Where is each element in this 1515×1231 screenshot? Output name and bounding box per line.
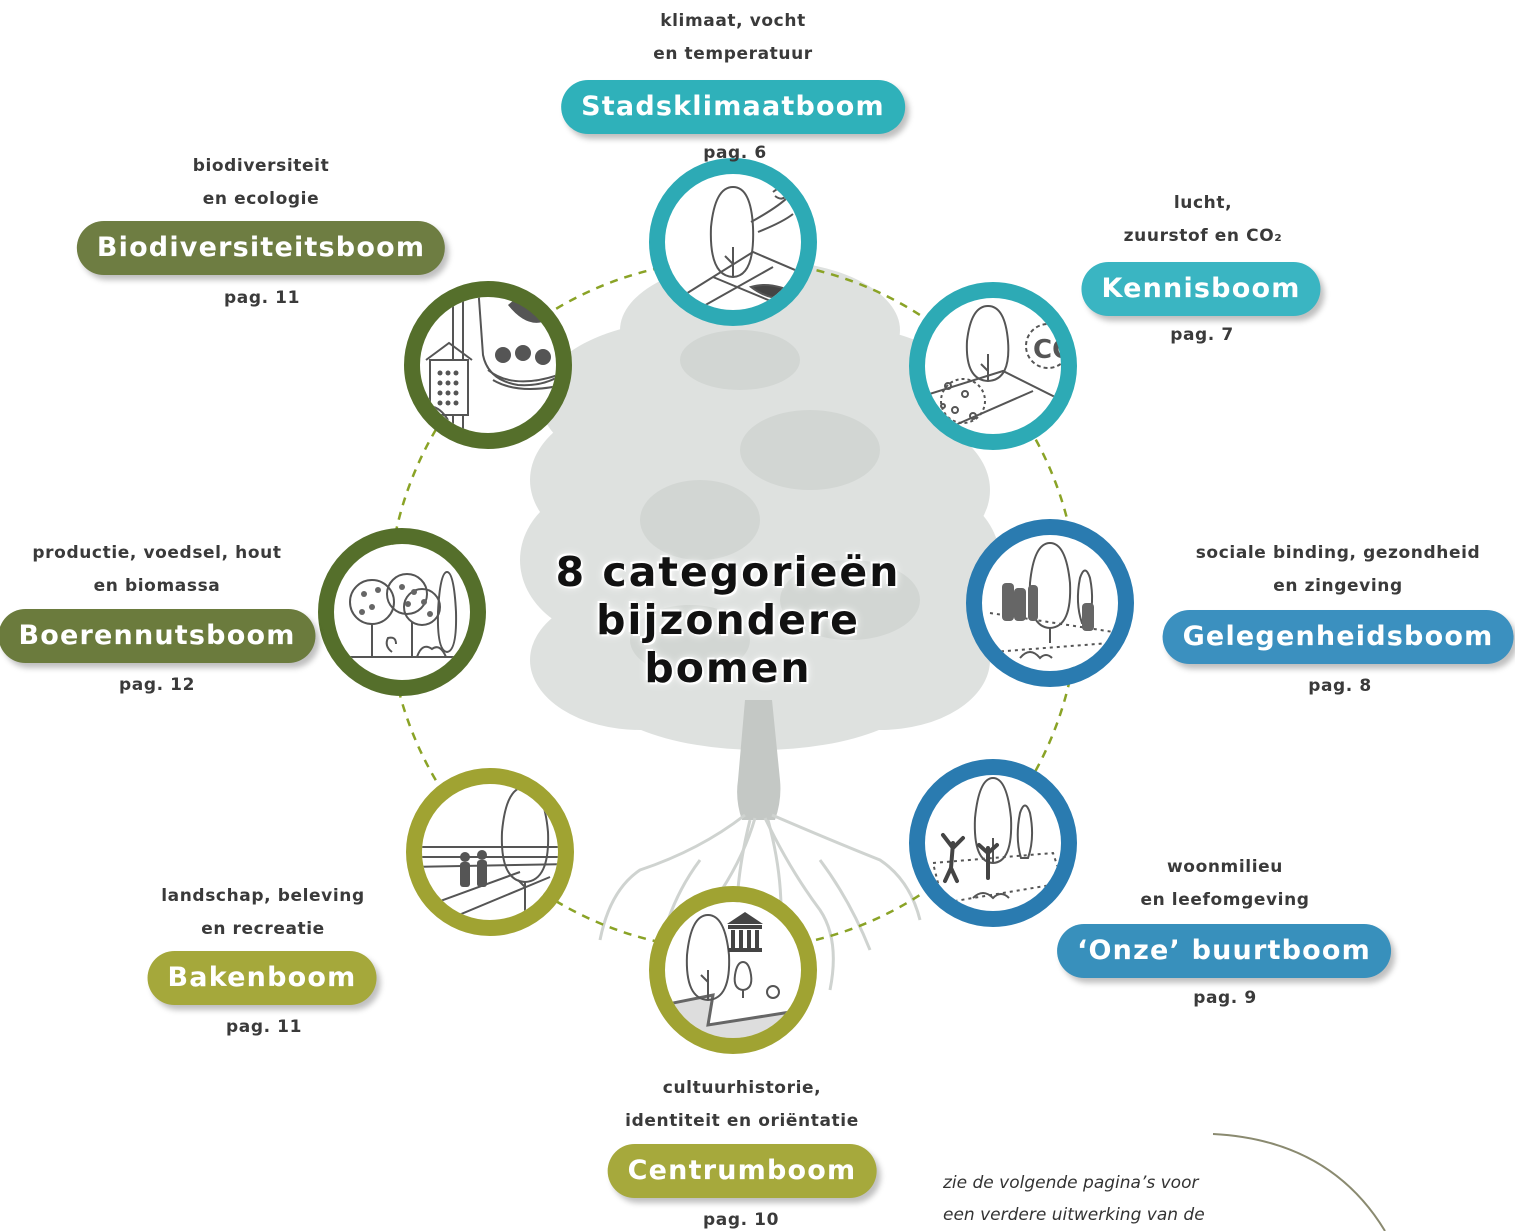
buurt-pill[interactable]: ‘Onze’ buurtboom (1057, 924, 1391, 978)
baken-page-ref[interactable]: pag. 11 (225, 1017, 303, 1037)
centrum-description-line2: identiteit en oriëntatie (625, 1111, 859, 1131)
kennis-icon-circle: CO (909, 282, 1077, 450)
stadsklimaat-pill[interactable]: Stadsklimaatboom (561, 80, 905, 134)
gelegenheid-icon-circle (966, 519, 1134, 687)
gelegenheid-pill[interactable]: Gelegenheidsboom (1162, 610, 1514, 664)
boerennut-page-ref[interactable]: pag. 12 (118, 675, 196, 695)
kennis-description-line2: zuurstof en CO₂ (1123, 226, 1283, 246)
centrum-pill[interactable]: Centrumboom (607, 1144, 877, 1198)
biodiversiteit-icon-circle (404, 281, 572, 449)
stadsklimaat-description-line2: en temperatuur (653, 44, 813, 64)
stadsklimaat-description: klimaat, vocht en temperatuur (653, 5, 813, 71)
boerennut-pill[interactable]: Boerennutsboom (0, 609, 316, 663)
stadsklimaat-page-ref[interactable]: pag. 6 (703, 143, 767, 163)
buurt-description: woonmilieu en leefomgeving (1140, 851, 1309, 917)
stadsklimaat-description-line1: klimaat, vocht (660, 11, 806, 31)
baken-icon-circle (406, 768, 574, 936)
boerennut-description: productie, voedsel, hout en biomassa (32, 537, 281, 603)
footnote-line1: zie de volgende pagina’s voor (943, 1173, 1199, 1193)
buurt-icon-circle (909, 759, 1077, 927)
buurt-page-ref[interactable]: pag. 9 (1193, 988, 1257, 1008)
kennis-description-line1: lucht, (1173, 193, 1233, 213)
center-title-line2: bijzondere (596, 596, 860, 644)
kennis-pill[interactable]: Kennisboom (1081, 262, 1321, 316)
centrum-description-line1: cultuurhistorie, (662, 1078, 822, 1098)
centrum-icon-circle (649, 886, 817, 1054)
footnote-arrow (1212, 1133, 1386, 1231)
gelegenheid-page-ref[interactable]: pag. 8 (1308, 676, 1372, 696)
gelegenheid-description-line1: sociale binding, gezondheid (1195, 543, 1481, 563)
baken-pill[interactable]: Bakenboom (147, 951, 377, 1005)
footnote: zie de volgende pagina’s voor een verder… (943, 1167, 1263, 1231)
biodiversiteit-pill[interactable]: Biodiversiteitsboom (76, 221, 446, 275)
biodiversiteit-description-line1: biodiversiteit (192, 156, 330, 176)
biodiversiteit-page-ref[interactable]: pag. 11 (223, 288, 301, 308)
baken-description-line1: landschap, beleving (161, 886, 365, 906)
kennis-page-ref[interactable]: pag. 7 (1170, 325, 1234, 345)
biodiversiteit-description-line2: en ecologie (202, 189, 320, 209)
kennis-description: lucht, zuurstof en CO₂ (1124, 187, 1283, 253)
baken-description: landschap, beleving en recreatie (161, 880, 365, 946)
footnote-line2: een verdere uitwerking van de (943, 1205, 1205, 1225)
buurt-description-line1: woonmilieu (1166, 857, 1283, 877)
boerennut-description-line2: en biomassa (93, 576, 221, 596)
baken-description-line2: en recreatie (201, 919, 325, 939)
stadsklimaat-icon-circle (649, 158, 817, 326)
center-title-line1: 8 categorieën (555, 548, 901, 596)
center-title-line3: bomen (644, 644, 812, 692)
centrum-description: cultuurhistorie, identiteit en oriëntati… (625, 1072, 859, 1138)
boerennut-description-line1: productie, voedsel, hout (32, 543, 282, 563)
boerennut-icon-circle (318, 528, 486, 696)
buurt-description-line2: en leefomgeving (1140, 890, 1310, 910)
centrum-page-ref[interactable]: pag. 10 (702, 1210, 780, 1230)
gelegenheid-description: sociale binding, gezondheid en zingeving (1196, 537, 1481, 603)
gelegenheid-description-line2: en zingeving (1273, 576, 1403, 596)
biodiversiteit-description: biodiversiteit en ecologie (193, 150, 330, 216)
center-title: 8 categorieën bijzondere bomen (556, 548, 901, 692)
background-tree-illustration (520, 260, 1000, 991)
